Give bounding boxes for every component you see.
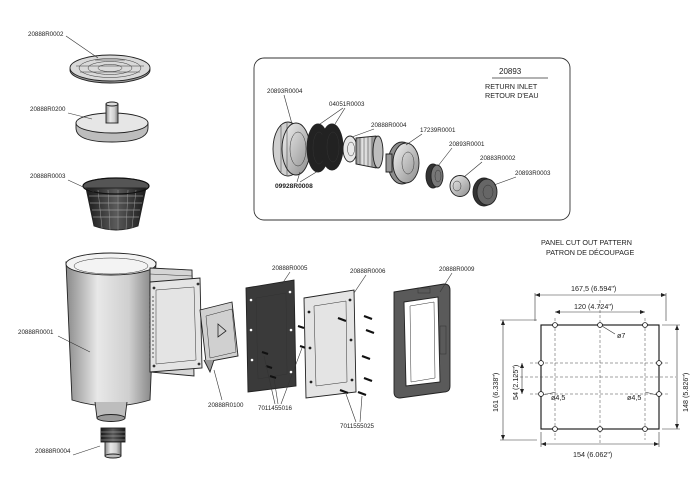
faceplate-gasket: [245, 279, 297, 393]
label-screws-2: 7011555025: [340, 423, 375, 430]
inlet-threaded-body: [355, 135, 384, 169]
label-lid: 20888R0002: [28, 31, 64, 38]
label-inlet-eyeball: 20883R0002: [480, 155, 516, 162]
skimmer-body: [65, 252, 203, 422]
cutout-pattern: [500, 293, 680, 447]
label-faceplate: 20888R0009: [439, 266, 475, 273]
label-frame: 20888R0006: [350, 268, 386, 275]
inlet-flange: [385, 141, 420, 185]
label-screws-1: 7011455016: [258, 405, 293, 412]
skimmer-lid-collar: [75, 101, 149, 143]
cutout-title-fr: PATRON DE DÉCOUPAGE: [546, 248, 634, 257]
dim-hole-left: ø4,5: [551, 393, 565, 402]
label-inlet-holder: 20893R0001: [449, 141, 485, 148]
label-adapter: 20888R0004: [35, 448, 71, 455]
skimmer-basket: [82, 177, 150, 231]
label-inlet-ring: 20893R0003: [515, 170, 551, 177]
inlet-gaskets: [306, 123, 344, 173]
faceplate-screws-front: [261, 325, 307, 379]
inlet-washer: [342, 135, 358, 163]
label-body: 20888R0001: [18, 329, 54, 336]
skimmer-adapter: [100, 427, 126, 459]
dim-bottom: 154 (6.062"): [573, 450, 612, 459]
label-collar: 20888R0200: [30, 106, 66, 113]
label-gasket: 20888R0005: [272, 265, 308, 272]
label-inlet-flange: 17239R0001: [420, 127, 456, 134]
kit-title-en: RETURN INLET: [485, 82, 538, 91]
dim-hole-small: ø7: [617, 331, 625, 340]
faceplate-screws-back: [337, 314, 375, 397]
dim-top-inner: 120 (4.724"): [574, 302, 613, 311]
label-inlet-washer: 20888R0004: [371, 122, 407, 129]
label-weir: 20888R0100: [208, 402, 244, 409]
cutout-holes: [538, 322, 662, 432]
inlet-eyeball: [449, 175, 471, 197]
inlet-retaining-ring: [472, 177, 498, 207]
dim-top-outer: 167,5 (6.594"): [571, 284, 616, 293]
skimmer-weir: [199, 301, 239, 374]
faceplate-frame: [303, 289, 357, 399]
inlet-lock-nut: [272, 121, 311, 177]
kit-title-fr: RETOUR D'EAU: [485, 91, 539, 100]
dim-left-outer: 161 (6.338"): [491, 373, 500, 412]
label-inlet-nut: 20893R0004: [267, 88, 303, 95]
skimmer-faceplate: [393, 283, 451, 399]
skimmer-lid: [69, 54, 151, 84]
label-inlet-gasket: 04051R0003: [329, 101, 365, 108]
return-inlet-frame: [253, 57, 571, 221]
dim-hole-right: ø4,5: [627, 393, 641, 402]
cutout-title-en: PANEL CUT OUT PATTERN: [541, 238, 632, 247]
dim-right: 148 (5.826"): [681, 373, 690, 412]
label-inlet-kit-bold: 09928R0008: [275, 183, 313, 190]
dim-left-inner: 54 (2.125"): [511, 365, 520, 400]
label-basket: 20888R0003: [30, 173, 66, 180]
inlet-eyeball-holder: [425, 163, 444, 189]
kit-number: 20893: [499, 67, 522, 76]
gasket-holes: [249, 290, 293, 374]
